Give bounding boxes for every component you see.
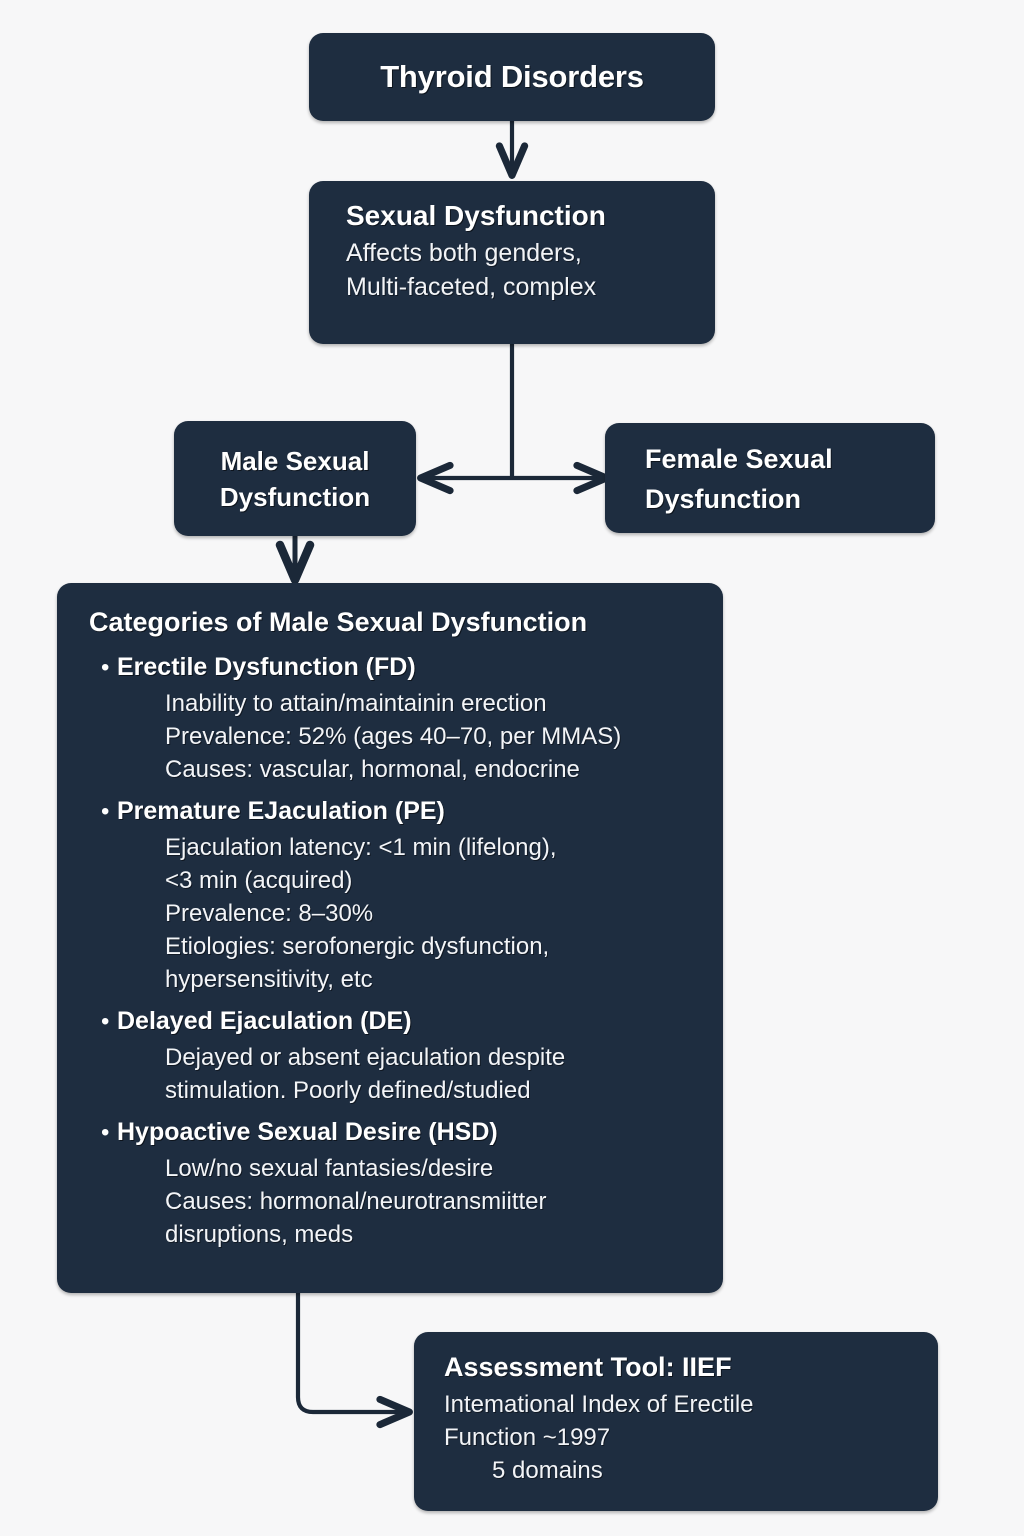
category-detail-line: Dejayed or absent ejaculation despite [165, 1044, 566, 1071]
node-sexual-dysfunction[interactable]: Sexual Dysfunction Affects both genders,… [309, 181, 715, 344]
node-female-sexual-dysfunction[interactable]: Female Sexual Dysfunction [605, 423, 935, 533]
node-assessment-tool-title: Assessment Tool: IIEF [444, 1352, 732, 1382]
node-male-sexual-dysfunction[interactable]: Male Sexual Dysfunction [174, 421, 416, 536]
category-group: • Erectile Dysfunction (FD) Inability to a… [87, 648, 703, 786]
category-detail-line: Ejaculation latency: <1 min (lifelong), [165, 834, 557, 861]
category-detail-line: Inability to attain/maintainin erection [165, 690, 547, 717]
bullet-dot-icon: • [101, 1119, 110, 1146]
category-bullet-row: • Premature EJaculation (PE) [87, 792, 703, 830]
bullet-dot-icon: • [101, 654, 110, 681]
category-detail-line: Prevalence: 8–30% [165, 900, 374, 927]
node-categories-of-male-sexual-dysfunction[interactable]: Categories of Male Sexual Dysfunction • E… [57, 583, 723, 1293]
edge-categories-to-assessment [295, 1293, 413, 1429]
category-group: • Delayed Ejaculation (DE) Dejayed or abse… [87, 1002, 703, 1107]
category-detail-lines: Ejaculation latency: <1 min (lifelong), <… [165, 831, 703, 996]
category-group: • Premature EJaculation (PE) Ejaculation l… [87, 792, 703, 996]
category-detail-lines: Dejayed or absent ejaculation despite sti… [165, 1041, 703, 1107]
node-assessment-sub-line-1: Intemational Index of Erectile [444, 1391, 754, 1418]
category-detail-line: Causes: vascular, hormonal, endocrine [165, 756, 580, 783]
node-assessment-sub-line-2: Function ~1997 [444, 1424, 611, 1451]
node-male-sexual-dysfunction-title: Male Sexual Dysfunction [219, 445, 371, 512]
category-bullet-row: • Hypoactive Sexual Desire (HSD) [87, 1113, 703, 1151]
node-assessment-sub-line-3: 5 domains [492, 1457, 603, 1484]
category-detail-line: <3 min (acquired) [165, 867, 353, 894]
node-female-sexual-dysfunction-title: Female Sexual Dysfunction [645, 444, 833, 514]
categories-list: • Erectile Dysfunction (FD) Inability to a… [87, 648, 703, 1251]
node-sexual-dysfunction-sub-line-1: Affects both genders, [346, 239, 582, 267]
category-detail-line: Causes: hormonal/neurotransmiitter [165, 1188, 547, 1215]
category-detail-line: Etiologies: serofonergic dysfunction, [165, 933, 550, 960]
category-bullet-row: • Erectile Dysfunction (FD) [87, 648, 703, 686]
node-thyroid-disorders[interactable]: Thyroid Disorders [309, 33, 715, 121]
category-detail-line: Prevalence: 52% (ages 40–70, per MMAS) [165, 723, 622, 750]
node-sexual-dysfunction-sub-line-2: Multi-faceted, complex [346, 273, 597, 301]
category-label: Delayed Ejaculation (DE) [117, 1007, 412, 1035]
bullet-dot-icon: • [101, 1008, 110, 1035]
bullet-dot-icon: • [101, 798, 110, 825]
node-assessment-tool-iief[interactable]: Assessment Tool: IIEF Intemational Index… [414, 1332, 938, 1511]
node-sexual-dysfunction-title: Sexual Dysfunction [346, 200, 606, 231]
category-detail-line: stimulation. Poorly defined/studied [165, 1077, 531, 1104]
node-thyroid-disorders-title: Thyroid Disorders [380, 59, 644, 94]
categories-heading: Categories of Male Sexual Dysfunction [89, 607, 588, 637]
category-label: Hypoactive Sexual Desire (HSD) [117, 1118, 498, 1146]
category-bullet-row: • Delayed Ejaculation (DE) [87, 1002, 703, 1040]
category-label: Premature EJaculation (PE) [117, 797, 445, 825]
category-detail-line: hypersensitivity, etc [165, 966, 373, 993]
category-label: Erectile Dysfunction (FD) [117, 653, 416, 681]
category-detail-line: disruptions, meds [165, 1221, 354, 1248]
category-group: • Hypoactive Sexual Desire (HSD) Low/no se… [87, 1113, 703, 1251]
category-detail-line: Low/no sexual fantasies/desire [165, 1155, 494, 1182]
